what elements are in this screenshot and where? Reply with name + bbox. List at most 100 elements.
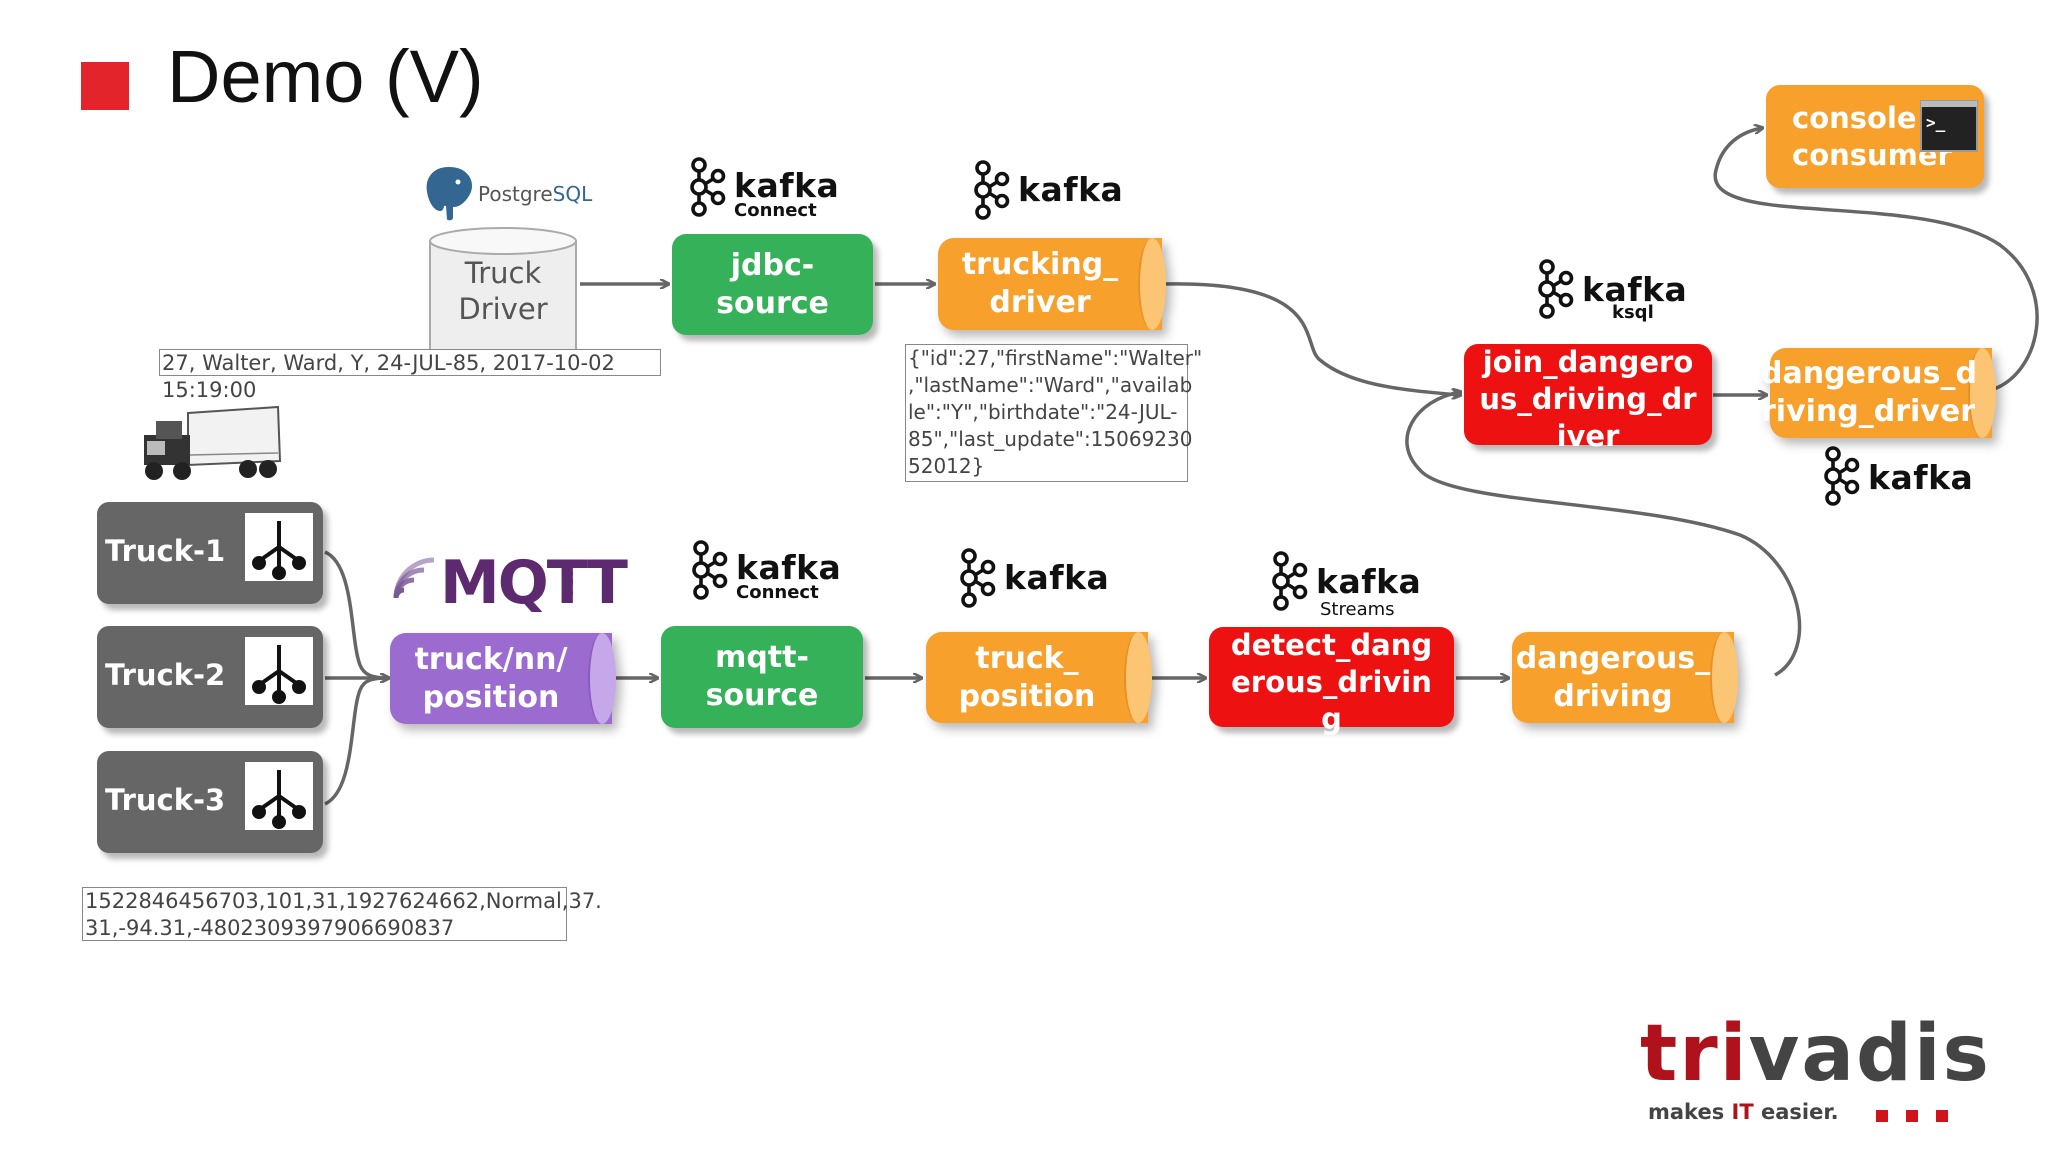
kafka-top-icon <box>974 160 1010 220</box>
brand-tagline: makes IT easier. <box>1648 1100 1839 1124</box>
kafka-bottom-word: kafka <box>1004 558 1110 597</box>
driver-json-line1: {"id":27,"firstName":"Walter" <box>908 346 1203 370</box>
console-consumer-line1: console <box>1792 100 1917 135</box>
position-row-sample: 1522846456703,101,31,1927624662,Normal,3… <box>82 887 602 941</box>
kafka-streams-sub: Streams <box>1320 599 1395 620</box>
database-label-line2: Driver <box>458 292 548 326</box>
arrow-dangerous-driving-to-join <box>1405 392 1802 677</box>
dangerous-driving-driver-line1: dangerous_d <box>1761 356 1977 391</box>
trivadis-logo: trivadis <box>1640 1015 1991 1093</box>
topic-body <box>1512 632 1734 723</box>
kafka-ksql-sub: ksql <box>1612 302 1654 323</box>
terminal-icon: >_ <box>1920 100 1978 152</box>
kafka-right-word: kafka <box>1868 458 1974 497</box>
arrow-trucking-to-join <box>1161 282 1460 395</box>
join-line1: join_dangero <box>1482 345 1694 379</box>
trucking-driver-line1: trucking_ <box>961 247 1119 282</box>
database-label: Truck Driver <box>428 255 578 327</box>
truck-3-label: Truck-3 <box>105 783 226 817</box>
truck-1-label: Truck-1 <box>105 534 226 568</box>
detect-line1: detect_dang <box>1230 628 1433 662</box>
brand-dot-2 <box>1906 1110 1918 1122</box>
driver-row-line2: 15:19:00 <box>162 378 257 402</box>
tagline-part-b: IT <box>1731 1100 1754 1124</box>
jdbc-source-line1: jdbc- <box>730 247 815 283</box>
topic-endcap <box>588 633 616 724</box>
truck-1-node[interactable]: Truck-1 <box>97 502 323 604</box>
topic-body <box>390 633 612 724</box>
truck-position-line1: truck_ <box>975 640 1079 676</box>
kafka-streams-word: kafka <box>1316 562 1422 601</box>
trucking-driver-line2: driver <box>989 285 1091 320</box>
brand-dot-3 <box>1936 1110 1948 1122</box>
truck-3-node[interactable]: Truck-3 <box>97 751 323 853</box>
driver-json-line4: 85","last_update":15069230 <box>908 427 1193 451</box>
slide-title: Demo (V) <box>167 35 484 118</box>
postgres-logo: PostgreSQL <box>478 182 592 206</box>
mqtt-topic-line1: truck/nn/ <box>414 641 568 677</box>
jdbc-source-node[interactable]: jdbc-source <box>672 234 873 335</box>
driver-row-line1: 27, Walter, Ward, Y, 24-JUL-85, 2017-10-… <box>162 351 615 375</box>
kafka-bottom-icon <box>960 548 996 608</box>
jdbc-source-line2: source <box>716 285 829 321</box>
brand-name-a: tri <box>1640 1009 1749 1099</box>
dangerous-driving-driver-line2: riving_driver <box>1761 394 1975 429</box>
postgres-logo-part1: Postgre <box>478 182 553 206</box>
dangerous-driving-topic[interactable]: dangerous_driving <box>1512 632 1738 723</box>
topic-endcap <box>1138 238 1166 330</box>
join-line2: us_driving_dr <box>1479 382 1697 416</box>
kafka-ksql-word: kafka <box>1582 270 1688 309</box>
mqtt-topic-truck-position[interactable]: truck/nn/position <box>390 633 616 724</box>
dangerous-driving-line2: driving <box>1553 678 1673 714</box>
truck-2-label: Truck-2 <box>105 658 226 692</box>
driver-json-line3: le":"Y","birthdate":"24-JUL- <box>908 400 1178 424</box>
position-row-line1: 1522846456703,101,31,1927624662,Normal,3… <box>85 889 602 913</box>
brand-name-b: vadis <box>1748 1009 1991 1099</box>
topic-body <box>1770 348 1992 438</box>
database-cylinder <box>429 227 577 370</box>
mqtt-source-line1: mqtt- <box>715 640 809 675</box>
truck-2-node[interactable]: Truck-2 <box>97 626 323 728</box>
truck-image-icon <box>144 405 282 480</box>
truck-position-topic[interactable]: truck_position <box>926 632 1152 723</box>
topic-endcap <box>1124 632 1152 723</box>
arrow-truck1-to-mqtt <box>324 550 388 678</box>
position-row-line2: 31,-94.31,-4802309397906690837 <box>85 916 455 940</box>
elephant-icon <box>424 164 474 223</box>
kafka-top-word: kafka <box>1018 170 1124 209</box>
postgres-logo-part2: SQL <box>552 182 593 206</box>
mqtt-logo: MQTT <box>440 548 628 618</box>
mqtt-source-line2: source <box>705 678 819 713</box>
kafka-connect-top-word: kafka <box>734 166 840 205</box>
driver-json-line5: 52012} <box>908 454 985 478</box>
svg-text:>_: >_ <box>1926 113 1946 132</box>
kafka-connect-bottom-icon <box>692 540 728 600</box>
title-bullet <box>81 62 129 110</box>
topic-body <box>926 632 1148 723</box>
trucking-driver-topic[interactable]: trucking_driver <box>938 238 1166 330</box>
tagline-part-a: makes <box>1648 1100 1732 1124</box>
topic-body <box>938 238 1162 330</box>
truck-position-line2: position <box>958 678 1096 714</box>
sensor-icon <box>245 762 313 830</box>
sensor-icon <box>245 513 313 581</box>
kafka-ksql-icon <box>1538 259 1574 319</box>
detect-line2: erous_drivin <box>1231 665 1432 699</box>
mqtt-signal-icon <box>393 557 435 599</box>
sensor-icon <box>245 637 313 705</box>
kafka-streams-icon <box>1272 551 1308 611</box>
arrow-truck3-to-mqtt <box>324 678 388 806</box>
mqtt-source-node[interactable]: mqtt-source <box>661 626 863 728</box>
topic-endcap <box>1968 348 1996 438</box>
tagline-part-c: easier. <box>1753 1100 1839 1124</box>
topic-endcap <box>1710 632 1738 723</box>
driver-json-sample: {"id":27,"firstName":"Walter" ,"lastName… <box>905 344 1203 482</box>
join-line3: iver <box>1556 419 1620 453</box>
dangerous-driving-line1: dangerous_ <box>1515 640 1711 676</box>
kafka-connect-top-sub: Connect <box>734 200 817 221</box>
